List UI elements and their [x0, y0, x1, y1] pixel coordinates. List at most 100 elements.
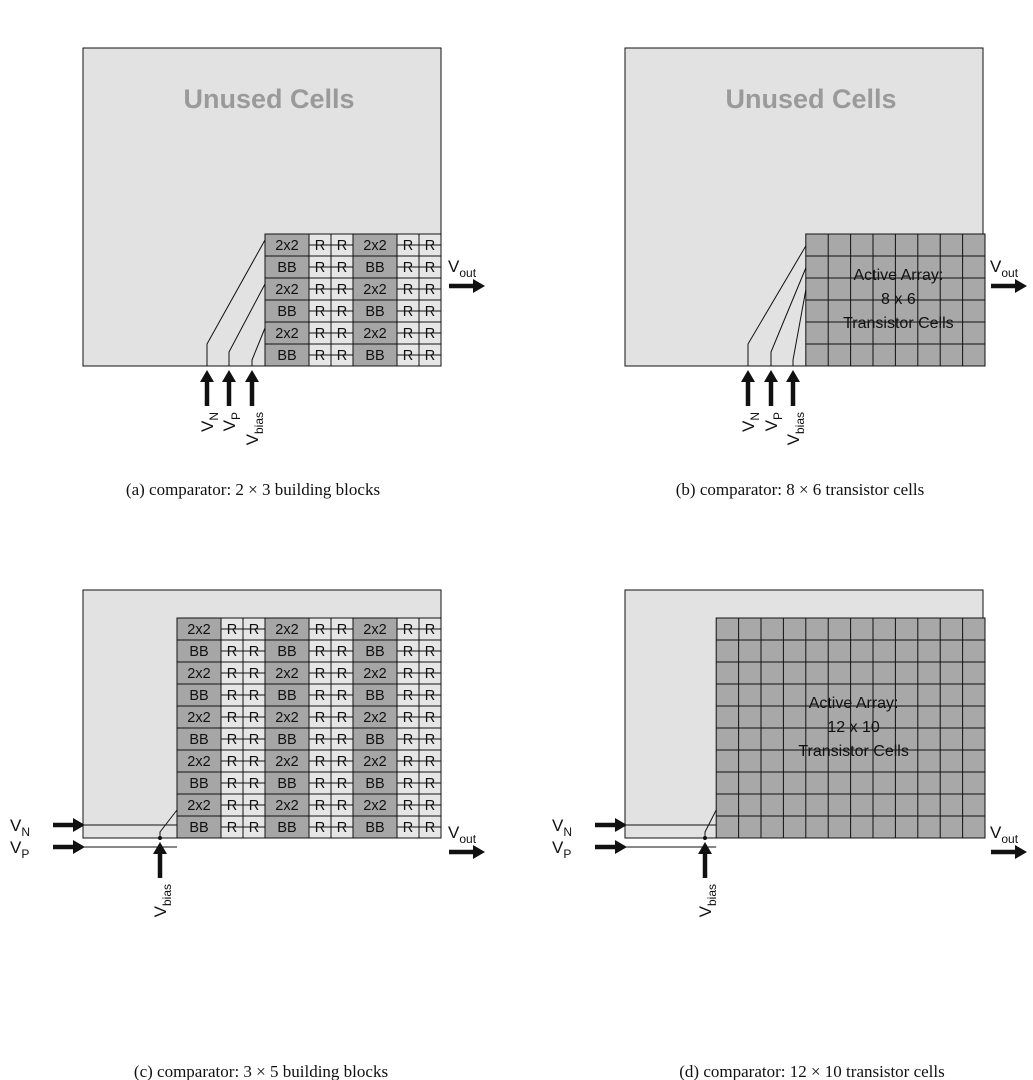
- r-label: R: [403, 710, 413, 726]
- bb-label-top: 2x2: [275, 710, 298, 726]
- bb-label-top: 2x2: [187, 754, 210, 770]
- r-label: R: [425, 820, 435, 836]
- r-label: R: [403, 688, 413, 704]
- bb-label-bottom: BB: [365, 644, 384, 660]
- r-label: R: [425, 282, 435, 298]
- input-arrow-vn: [53, 818, 85, 832]
- r-label: R: [403, 798, 413, 814]
- bb-label-top: 2x2: [275, 754, 298, 770]
- bb-label-bottom: BB: [277, 304, 296, 320]
- r-label: R: [315, 776, 325, 792]
- r-label: R: [403, 260, 413, 276]
- active-array-label: Active Array:: [809, 695, 899, 712]
- input-label-vn: VN: [198, 412, 221, 432]
- wire-vn: [747, 245, 807, 366]
- input-label-vbias: Vbias: [696, 884, 719, 917]
- r-label: R: [337, 348, 347, 364]
- input-arrow-vp: [53, 840, 85, 854]
- r-label: R: [315, 798, 325, 814]
- r-label: R: [249, 666, 259, 682]
- input-arrow-vbias: [698, 842, 712, 878]
- r-label: R: [249, 820, 259, 836]
- r-label: R: [425, 798, 435, 814]
- r-label: R: [315, 304, 325, 320]
- wire-vp: [770, 267, 807, 366]
- input-label-vp: VP: [552, 838, 571, 861]
- wire-vn: [206, 239, 266, 366]
- bb-label-bottom: BB: [277, 820, 296, 836]
- bb-label-bottom: BB: [277, 644, 296, 660]
- r-label: R: [337, 820, 347, 836]
- bb-label-bottom: BB: [189, 644, 208, 660]
- r-label: R: [315, 688, 325, 704]
- r-label: R: [425, 776, 435, 792]
- r-label: R: [337, 238, 347, 254]
- r-label: R: [227, 644, 237, 660]
- bb-label-top: 2x2: [363, 710, 386, 726]
- bb-label-top: 2x2: [187, 666, 210, 682]
- resistor-cell: [418, 354, 442, 367]
- r-label: R: [403, 644, 413, 660]
- bb-label-top: 2x2: [363, 238, 386, 254]
- r-label: R: [337, 776, 347, 792]
- bb-label-top: 2x2: [275, 282, 298, 298]
- r-label: R: [315, 644, 325, 660]
- r-label: R: [403, 348, 413, 364]
- bb-label-top: 2x2: [275, 798, 298, 814]
- r-label: R: [315, 282, 325, 298]
- r-label: R: [227, 776, 237, 792]
- r-label: R: [425, 666, 435, 682]
- r-label: R: [227, 732, 237, 748]
- r-label: R: [227, 688, 237, 704]
- r-label: R: [315, 326, 325, 342]
- r-label: R: [403, 776, 413, 792]
- r-label: R: [337, 710, 347, 726]
- r-label: R: [315, 754, 325, 770]
- bb-label-top: 2x2: [275, 238, 298, 254]
- r-label: R: [425, 326, 435, 342]
- panel-c: Unused Cells2x2BBRRRR2x2BBRRRR2x2BBRRRR2…: [10, 589, 485, 1080]
- bb-label-top: 2x2: [275, 622, 298, 638]
- r-label: R: [227, 710, 237, 726]
- r-label: R: [249, 754, 259, 770]
- bb-label-bottom: BB: [365, 260, 384, 276]
- vout-label: Vout: [448, 257, 477, 280]
- r-label: R: [403, 238, 413, 254]
- caption-a: (a) comparator: 2 × 3 building blocks: [126, 480, 380, 499]
- caption-d: (d) comparator: 12 × 10 transistor cells: [679, 1062, 944, 1080]
- bb-label-top: 2x2: [275, 326, 298, 342]
- panel-a: Unused Cells2x2BBRRRR2x2BBRRRR2x2BBRRRR2…: [82, 47, 485, 499]
- bb-label-bottom: BB: [189, 732, 208, 748]
- r-label: R: [337, 622, 347, 638]
- bb-label-top: 2x2: [187, 798, 210, 814]
- r-label: R: [249, 732, 259, 748]
- r-label: R: [227, 798, 237, 814]
- vout-arrow: [449, 279, 485, 293]
- r-label: R: [425, 260, 435, 276]
- active-array: 2x2BBRRRR2x2BBRRRR2x2BBRRRR2x2BBRRRR2x2B…: [176, 617, 442, 839]
- bb-label-bottom: BB: [365, 348, 384, 364]
- input-label-vp: VP: [762, 412, 785, 431]
- r-label: R: [315, 348, 325, 364]
- r-label: R: [315, 820, 325, 836]
- resistor-cell: [418, 826, 442, 839]
- bb-label-top: 2x2: [363, 326, 386, 342]
- bb-label-bottom: BB: [365, 688, 384, 704]
- r-label: R: [337, 282, 347, 298]
- r-label: R: [315, 666, 325, 682]
- r-label: R: [249, 710, 259, 726]
- bb-label-bottom: BB: [277, 776, 296, 792]
- r-label: R: [403, 304, 413, 320]
- input-arrow-vp: [222, 370, 236, 406]
- bb-label-bottom: BB: [189, 688, 208, 704]
- r-label: R: [337, 798, 347, 814]
